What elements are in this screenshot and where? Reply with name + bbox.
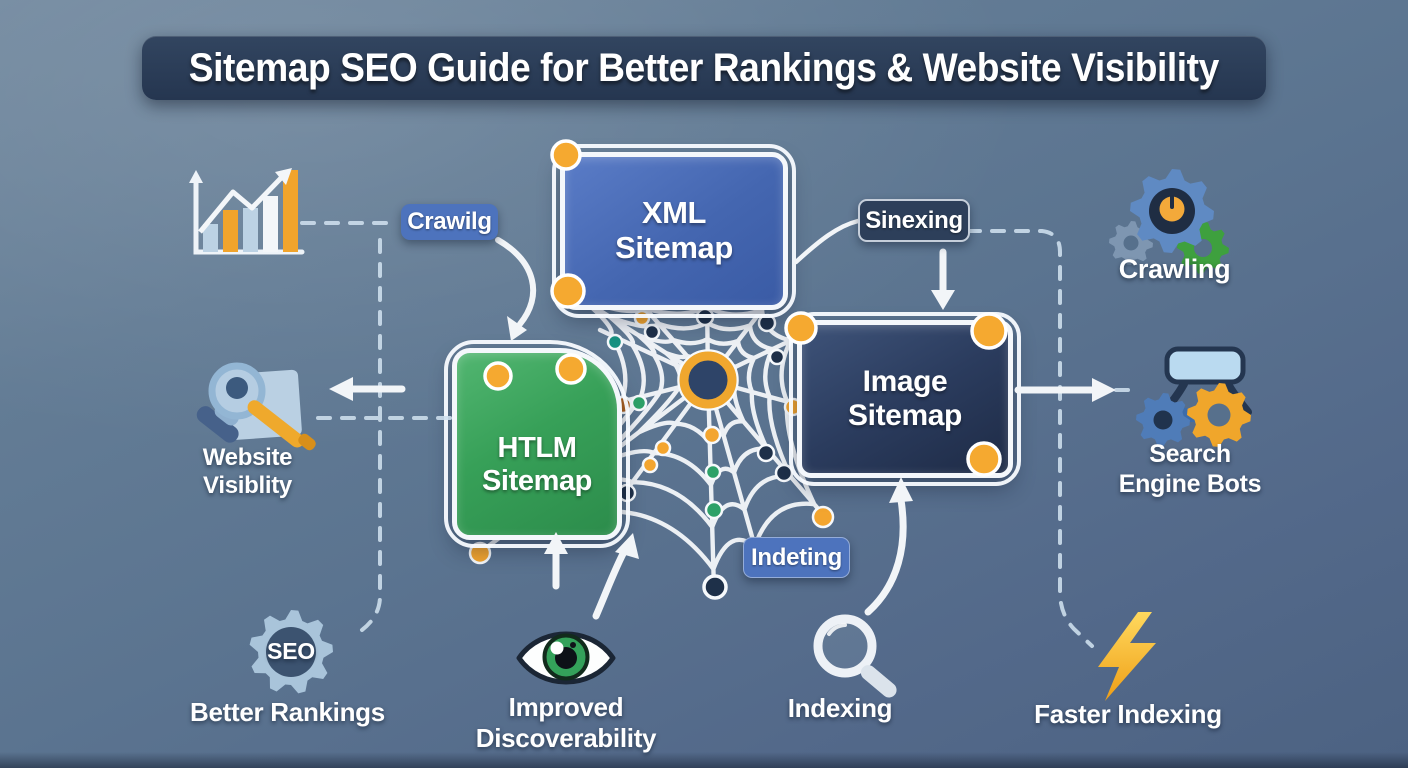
crawling-pill: Crawilg (401, 204, 498, 240)
robot-gears-icon (1136, 346, 1252, 447)
improved-discoverability-caption: Improved Discoverability (475, 692, 657, 753)
image-sitemap-label: Image Sitemap (848, 365, 962, 432)
crawling-pill-label: Crawilg (407, 208, 492, 235)
eye-icon (516, 631, 616, 685)
bar-chart-growth-icon (189, 168, 305, 255)
indexing-caption: Indexing (787, 693, 893, 723)
better-rankings-caption: Better Rankings (190, 697, 385, 727)
sinexing-pill-label: Sinexing (865, 206, 963, 234)
web-hub (679, 351, 737, 409)
xml-sitemap-box: XML Sitemap (552, 144, 796, 318)
website-visibility-caption: Website Visiblity (202, 444, 293, 500)
dash-left-vertical (360, 238, 382, 632)
search-engine-bots-caption: Search Engine Bots (1118, 440, 1262, 498)
image-sitemap-box: Image Sitemap (789, 312, 1021, 486)
page-title: Sitemap SEO Guide for Better Rankings & … (188, 45, 1220, 90)
indexing-pill-label: Indeting (751, 543, 842, 571)
html-sitemap-label: HTLM Sitemap (481, 432, 592, 497)
crawling-caption: Crawling (1118, 254, 1231, 284)
web-hub-outline (677, 349, 739, 411)
magnifier-icon (813, 614, 897, 698)
lightning-icon (1098, 612, 1156, 701)
sinexing-pill: Sinexing (858, 199, 970, 242)
faster-indexing-caption: Faster Indexing (1034, 699, 1222, 729)
seo-badge: SEO (267, 638, 315, 664)
xml-sitemap-label: XML Sitemap (615, 195, 733, 265)
indexing-pill: Indeting (743, 537, 850, 578)
title-banner: Sitemap SEO Guide for Better Rankings & … (142, 36, 1266, 100)
html-sitemap-box: HTLM Sitemap (444, 340, 630, 548)
magnifier-website-icon (196, 362, 316, 451)
